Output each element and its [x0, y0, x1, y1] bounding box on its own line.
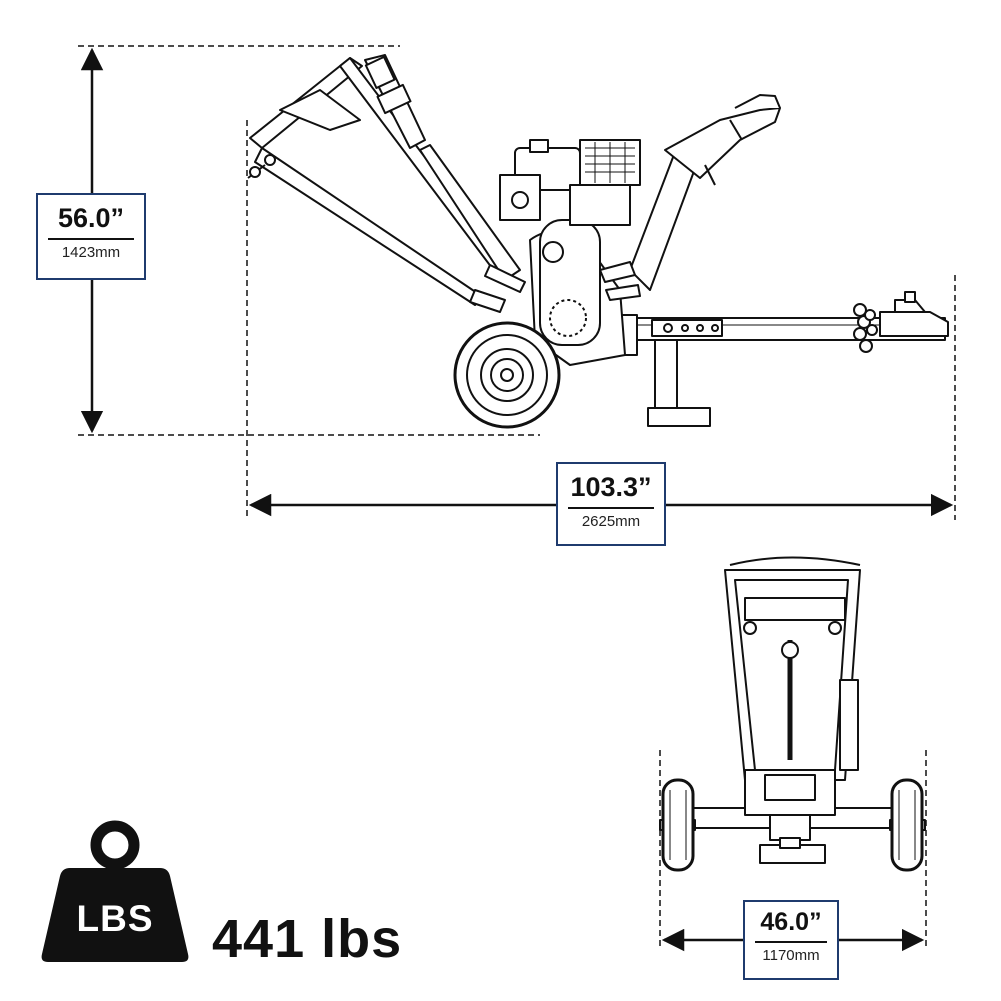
length-label-divider	[568, 507, 654, 509]
width-metric-value: 1170mm	[762, 947, 820, 964]
height-metric-value: 1423mm	[61, 244, 121, 261]
engine	[499, 139, 641, 226]
weight-icon-label: LBS	[77, 898, 154, 939]
length-metric-value: 2625mm	[581, 513, 641, 530]
length-dimension-label: 103.3” 2625mm	[556, 462, 666, 546]
rear-wheel-left	[661, 778, 695, 872]
weight-icon: LBS	[41, 820, 189, 962]
width-dimension-label: 46.0” 1170mm	[743, 900, 839, 980]
safety-chain	[853, 303, 878, 353]
side-view-machine	[247, 54, 949, 429]
length-imperial-value: 103.3”	[570, 472, 652, 502]
rear-wheel-right	[890, 778, 924, 872]
rear-view-machine	[659, 556, 926, 872]
height-imperial-value: 56.0”	[57, 203, 125, 233]
weight-value: 441 lbs	[212, 909, 403, 969]
width-label-divider	[755, 941, 827, 943]
width-imperial-value: 46.0”	[760, 908, 822, 936]
height-dimension-label: 56.0” 1423mm	[36, 193, 146, 280]
side-wheel	[453, 321, 561, 429]
height-label-divider	[48, 238, 134, 240]
